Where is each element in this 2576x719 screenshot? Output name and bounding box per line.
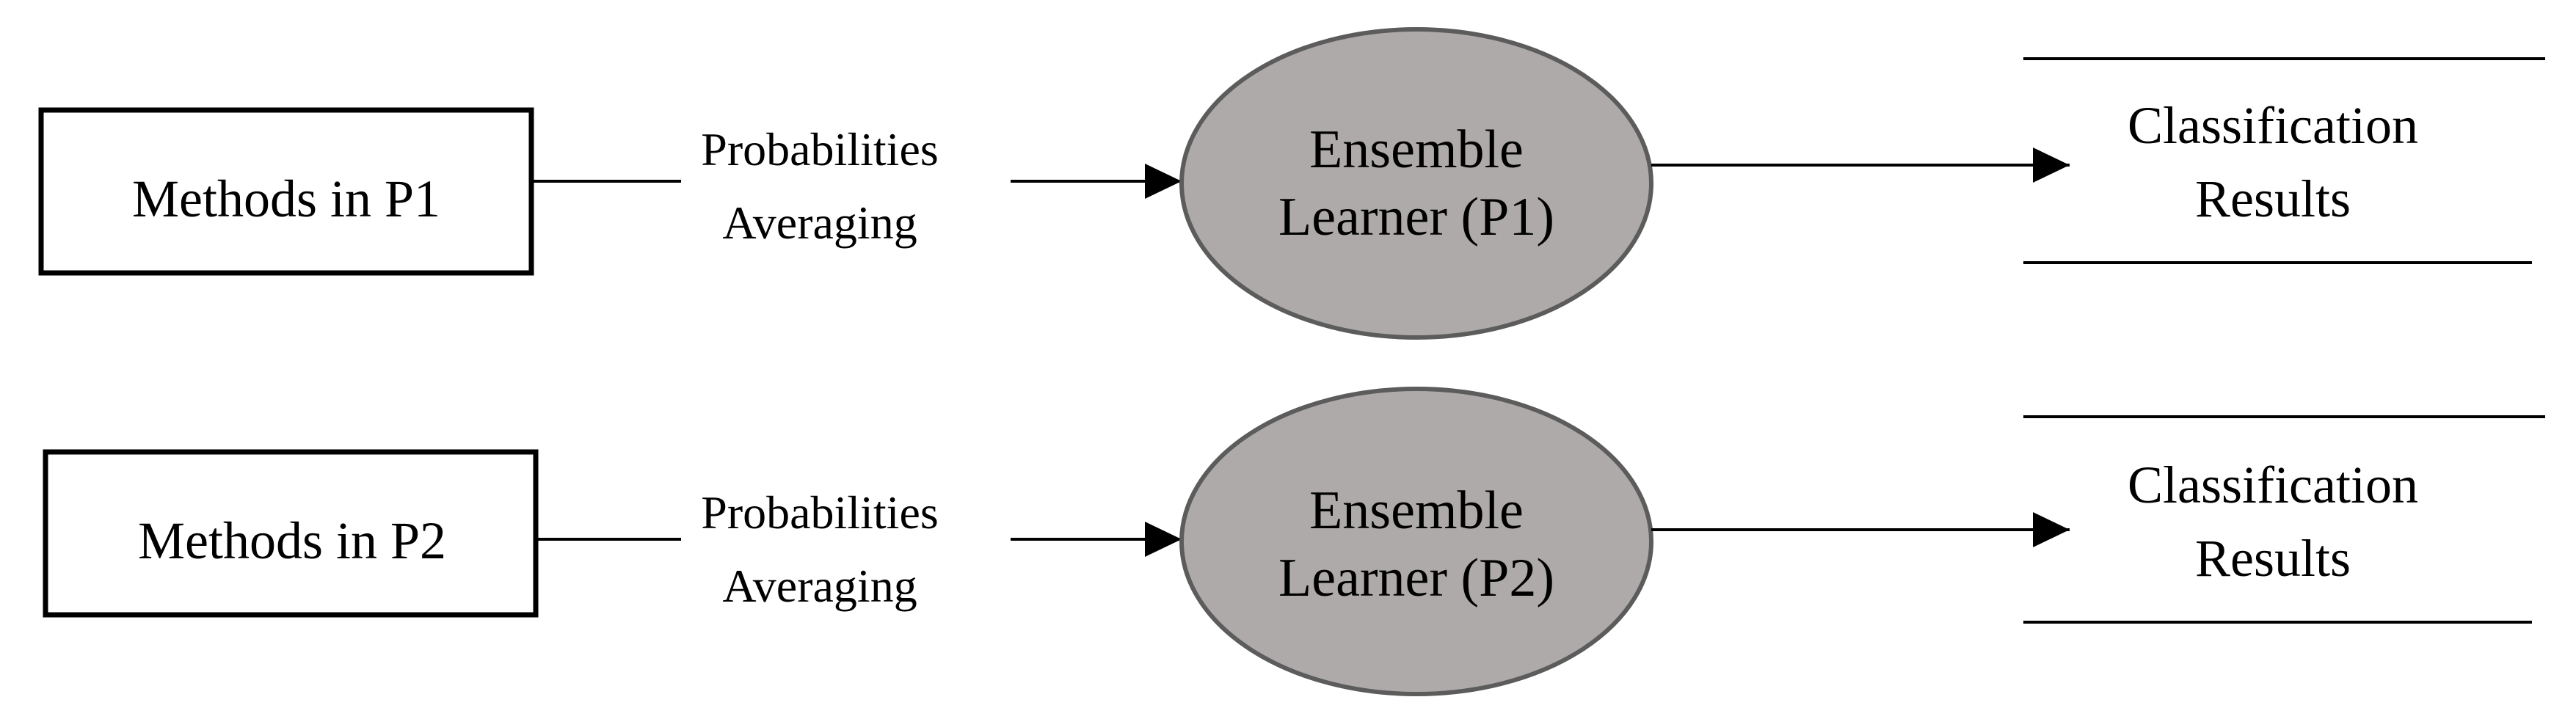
methods-box-p2 bbox=[43, 449, 539, 618]
methods-label-p2: Methods in P2 bbox=[138, 511, 446, 570]
edge-label-line1-p1: Probabilities bbox=[701, 123, 939, 175]
results-label-line1-p2: Classification bbox=[2128, 456, 2418, 514]
ensemble-label-line2-p1: Learner (P1) bbox=[1278, 187, 1554, 247]
results-label-line2-p2: Results bbox=[2195, 529, 2351, 588]
methods-box-p1 bbox=[38, 107, 534, 276]
row-p1: Methods in P1 Probabilities Averaging En… bbox=[38, 27, 2545, 340]
methods-label-p1: Methods in P1 bbox=[132, 169, 440, 228]
ensemble-node-p1 bbox=[1179, 27, 1653, 340]
ensemble-label-line2-p2: Learner (P2) bbox=[1278, 548, 1554, 608]
edge-label-line1-p2: Probabilities bbox=[701, 486, 939, 539]
results-label-line1-p1: Classification bbox=[2128, 96, 2418, 155]
edge-label-line2-p1: Averaging bbox=[722, 197, 917, 249]
ensemble-label-line1-p2: Ensemble bbox=[1309, 481, 1524, 541]
row-p2: Methods in P2 Probabilities Averaging En… bbox=[43, 387, 2545, 696]
ensemble-label-line1-p1: Ensemble bbox=[1309, 120, 1524, 180]
results-label-line2-p1: Results bbox=[2195, 169, 2351, 228]
edge-label-line2-p2: Averaging bbox=[722, 560, 917, 612]
ensemble-node-p2 bbox=[1179, 387, 1653, 696]
